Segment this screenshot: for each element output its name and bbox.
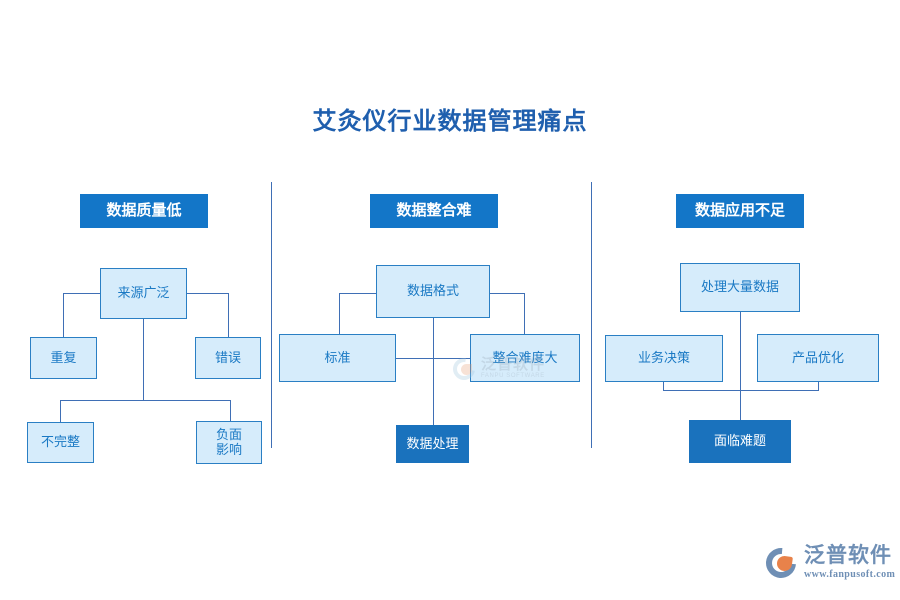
- column-divider-2: [591, 182, 592, 448]
- node-c1-child-0[interactable]: 重复: [30, 337, 97, 379]
- node-c1-root[interactable]: 来源广泛: [100, 268, 187, 319]
- connector-c1-root-left-h: [63, 293, 100, 294]
- connector-c1-outcome-bus: [60, 400, 230, 401]
- connector-c1-left-down: [63, 293, 64, 337]
- column-header-data-quality[interactable]: 数据质量低: [80, 194, 208, 228]
- connector-c2-root-left-h: [339, 293, 376, 294]
- column-divider-1: [271, 182, 272, 448]
- node-c2-outcome-0[interactable]: 数据处理: [396, 425, 469, 463]
- node-c3-child-0[interactable]: 业务决策: [605, 335, 723, 382]
- connector-c3-outcome-bus: [663, 390, 819, 391]
- connector-c3-child0-down: [663, 382, 664, 390]
- page-title: 艾灸仪行业数据管理痛点: [312, 108, 588, 135]
- connector-c1-root-right-h: [187, 293, 228, 294]
- connector-c1-outcome-right-down: [230, 400, 231, 422]
- node-c2-child-0[interactable]: 标准: [279, 334, 396, 382]
- node-c1-outcome-1[interactable]: 负面 影响: [196, 421, 262, 464]
- node-c2-root[interactable]: 数据格式: [376, 265, 490, 318]
- column-header-data-integration[interactable]: 数据整合难: [370, 194, 498, 228]
- node-c1-child-1[interactable]: 错误: [195, 337, 261, 379]
- column-header-data-application[interactable]: 数据应用不足: [676, 194, 804, 228]
- connector-c3-root-down: [740, 312, 741, 425]
- brand-logo-icon: [759, 541, 803, 585]
- connector-c2-root-down: [433, 318, 434, 425]
- brand-url: www.fanpusoft.com: [804, 568, 896, 580]
- connector-c2-root-right-h: [490, 293, 524, 294]
- connector-c1-right-down: [228, 293, 229, 337]
- connector-c2-right-down: [524, 293, 525, 334]
- connector-c1-root-down: [143, 319, 144, 400]
- node-c3-child-1[interactable]: 产品优化: [757, 334, 879, 382]
- node-c3-outcome-0[interactable]: 面临难题: [689, 420, 791, 463]
- node-c2-child-1[interactable]: 整合难度大: [470, 334, 580, 382]
- node-c3-root[interactable]: 处理大量数据: [680, 263, 800, 312]
- connector-c1-outcome-left-down: [60, 400, 61, 422]
- connector-c3-child1-down: [818, 382, 819, 390]
- brand-name: 泛普软件: [804, 544, 892, 568]
- connector-c2-left-down: [339, 293, 340, 334]
- brand-logo: 泛普软件 www.fanpusoft.com: [759, 538, 895, 588]
- node-c1-outcome-0[interactable]: 不完整: [27, 422, 94, 463]
